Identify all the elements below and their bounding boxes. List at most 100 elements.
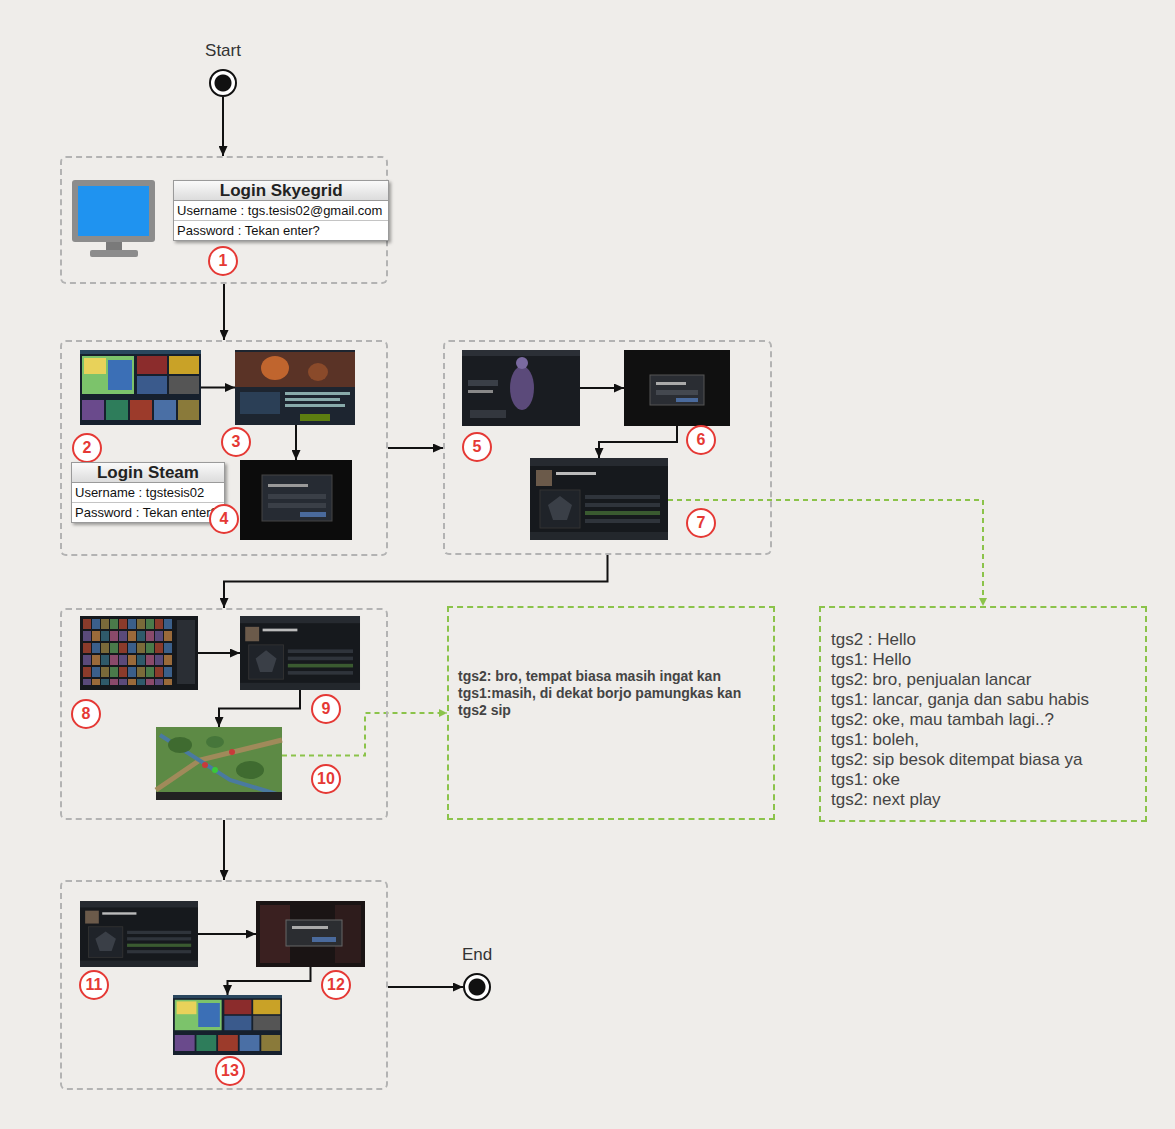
chat-line: tgs1: oke xyxy=(831,770,1135,790)
flow-arrow xyxy=(580,387,624,389)
lobby-screenshot xyxy=(585,503,660,507)
store-screenshot xyxy=(169,376,199,394)
game-page-screenshot xyxy=(308,363,328,381)
gameplay-screenshot xyxy=(156,727,282,800)
screenshot: 12 xyxy=(256,901,365,967)
group-frame: 111213 xyxy=(60,880,388,1090)
callout-number: 4 xyxy=(209,504,239,534)
monitor-icon xyxy=(72,180,155,257)
game-launch-screenshot xyxy=(510,366,534,410)
gameplay-screenshot xyxy=(206,736,224,748)
flow-arrow xyxy=(224,555,608,608)
store-screenshot xyxy=(84,358,106,374)
monitor-icon xyxy=(72,180,155,242)
callout-number: 9 xyxy=(311,694,341,724)
gameplay-screenshot xyxy=(156,727,282,800)
store-screenshot xyxy=(106,400,128,420)
chat-line: tgs2: sip besok ditempat biasa ya xyxy=(831,750,1135,770)
chat-line: tgs1: Hello xyxy=(831,650,1135,670)
callout-number: 12 xyxy=(321,970,351,1000)
screenshot: 9 xyxy=(240,616,360,690)
game-launch-screenshot xyxy=(516,357,528,369)
screenshot: 6 xyxy=(624,350,730,426)
terminal-label: End xyxy=(462,945,492,965)
flow-arrow xyxy=(223,820,225,880)
gameplay-screenshot xyxy=(236,761,264,779)
gameplay-screenshot xyxy=(160,735,280,795)
steam-login-screenshot xyxy=(268,503,326,508)
game-page-screenshot xyxy=(285,404,345,407)
game-launch-screenshot xyxy=(470,410,506,418)
exit-dialog-screenshot xyxy=(286,920,342,946)
chat-line: tgs2: bro, penjualan lancar xyxy=(831,670,1135,690)
store-screenshot xyxy=(82,400,104,420)
game-page-screenshot xyxy=(235,352,355,387)
gameplay-screenshot xyxy=(229,749,235,755)
terminal-node: Start xyxy=(209,69,237,97)
login-field: Password : Tekan enter? xyxy=(72,503,224,522)
flow-arrow xyxy=(388,986,463,988)
lobby-screenshot xyxy=(530,458,668,540)
lobby-screenshot xyxy=(556,472,596,475)
dialog-screenshot xyxy=(624,350,730,426)
group-frame: 23Login SteamUsername : tgstesis02Passwo… xyxy=(60,340,388,556)
login-title: Login Steam xyxy=(72,463,224,483)
game-page-screenshot xyxy=(285,392,350,395)
screenshot: 11 xyxy=(80,901,198,967)
screenshot: 10 xyxy=(156,727,282,800)
steam-login-screenshot xyxy=(262,475,332,521)
callout-number: 11 xyxy=(79,970,109,1000)
steam-login-screenshot xyxy=(240,460,352,540)
terminal-label: Start xyxy=(205,41,241,61)
flow-arrow xyxy=(388,447,443,449)
steam-login-screenshot xyxy=(268,494,326,499)
exit-dialog-screenshot xyxy=(292,926,328,929)
monitor-icon xyxy=(78,186,149,236)
game-page-screenshot xyxy=(300,414,330,421)
login-field: Username : tgstesis02 xyxy=(72,483,224,503)
lobby-screenshot xyxy=(240,616,360,690)
login-field: Password : Tekan enter? xyxy=(174,221,388,240)
game-page-screenshot xyxy=(261,356,289,380)
lobby-screenshot xyxy=(585,511,660,515)
monitor-icon xyxy=(90,250,138,257)
chat-line: tgs2: next play xyxy=(831,790,1135,810)
callout-number: 5 xyxy=(462,432,492,462)
dialog-screenshot xyxy=(650,375,704,405)
callout-number: 8 xyxy=(71,699,101,729)
callout-number: 6 xyxy=(686,425,716,455)
store-screenshot xyxy=(80,350,201,425)
store-screenshot xyxy=(108,360,132,390)
terminal-node: End xyxy=(463,973,491,1001)
screenshot: 3 xyxy=(235,350,355,425)
lobby-screenshot xyxy=(548,496,572,520)
chat-line: tgs1: lancar, ganja dan sabu habis xyxy=(831,690,1135,710)
chat-line: tgs2: oke, mau tambah lagi..? xyxy=(831,710,1135,730)
gameplay-screenshot xyxy=(202,762,208,768)
group-frame: 8 9 10 xyxy=(60,608,388,820)
flow-arrow xyxy=(198,933,256,935)
game-launch-screenshot xyxy=(468,380,498,386)
flow-arrow xyxy=(198,652,240,654)
store-screenshot xyxy=(80,350,201,354)
login-box: Login SteamUsername : tgstesis02Password… xyxy=(71,462,225,523)
steam-login-screenshot xyxy=(300,512,326,517)
store-screenshot xyxy=(178,400,199,420)
callout-number: 7 xyxy=(686,508,716,538)
store-screenshot xyxy=(130,400,152,420)
game-launch-screenshot xyxy=(468,390,493,393)
lobby-screenshot xyxy=(530,458,668,466)
lobby-screenshot xyxy=(585,495,660,499)
group-frame: 5 6 7 xyxy=(443,340,772,555)
chat-line: tgs1: boleh, xyxy=(831,730,1135,750)
hero-select-screenshot xyxy=(80,616,198,690)
steam-login-screenshot xyxy=(268,484,308,487)
dashed-connector xyxy=(668,500,983,606)
dialog-screenshot xyxy=(656,382,686,385)
store-screenshot xyxy=(82,356,134,394)
callout-number: 10 xyxy=(311,764,341,794)
callout-number: 2 xyxy=(72,433,102,463)
lobby-screenshot xyxy=(530,458,668,540)
